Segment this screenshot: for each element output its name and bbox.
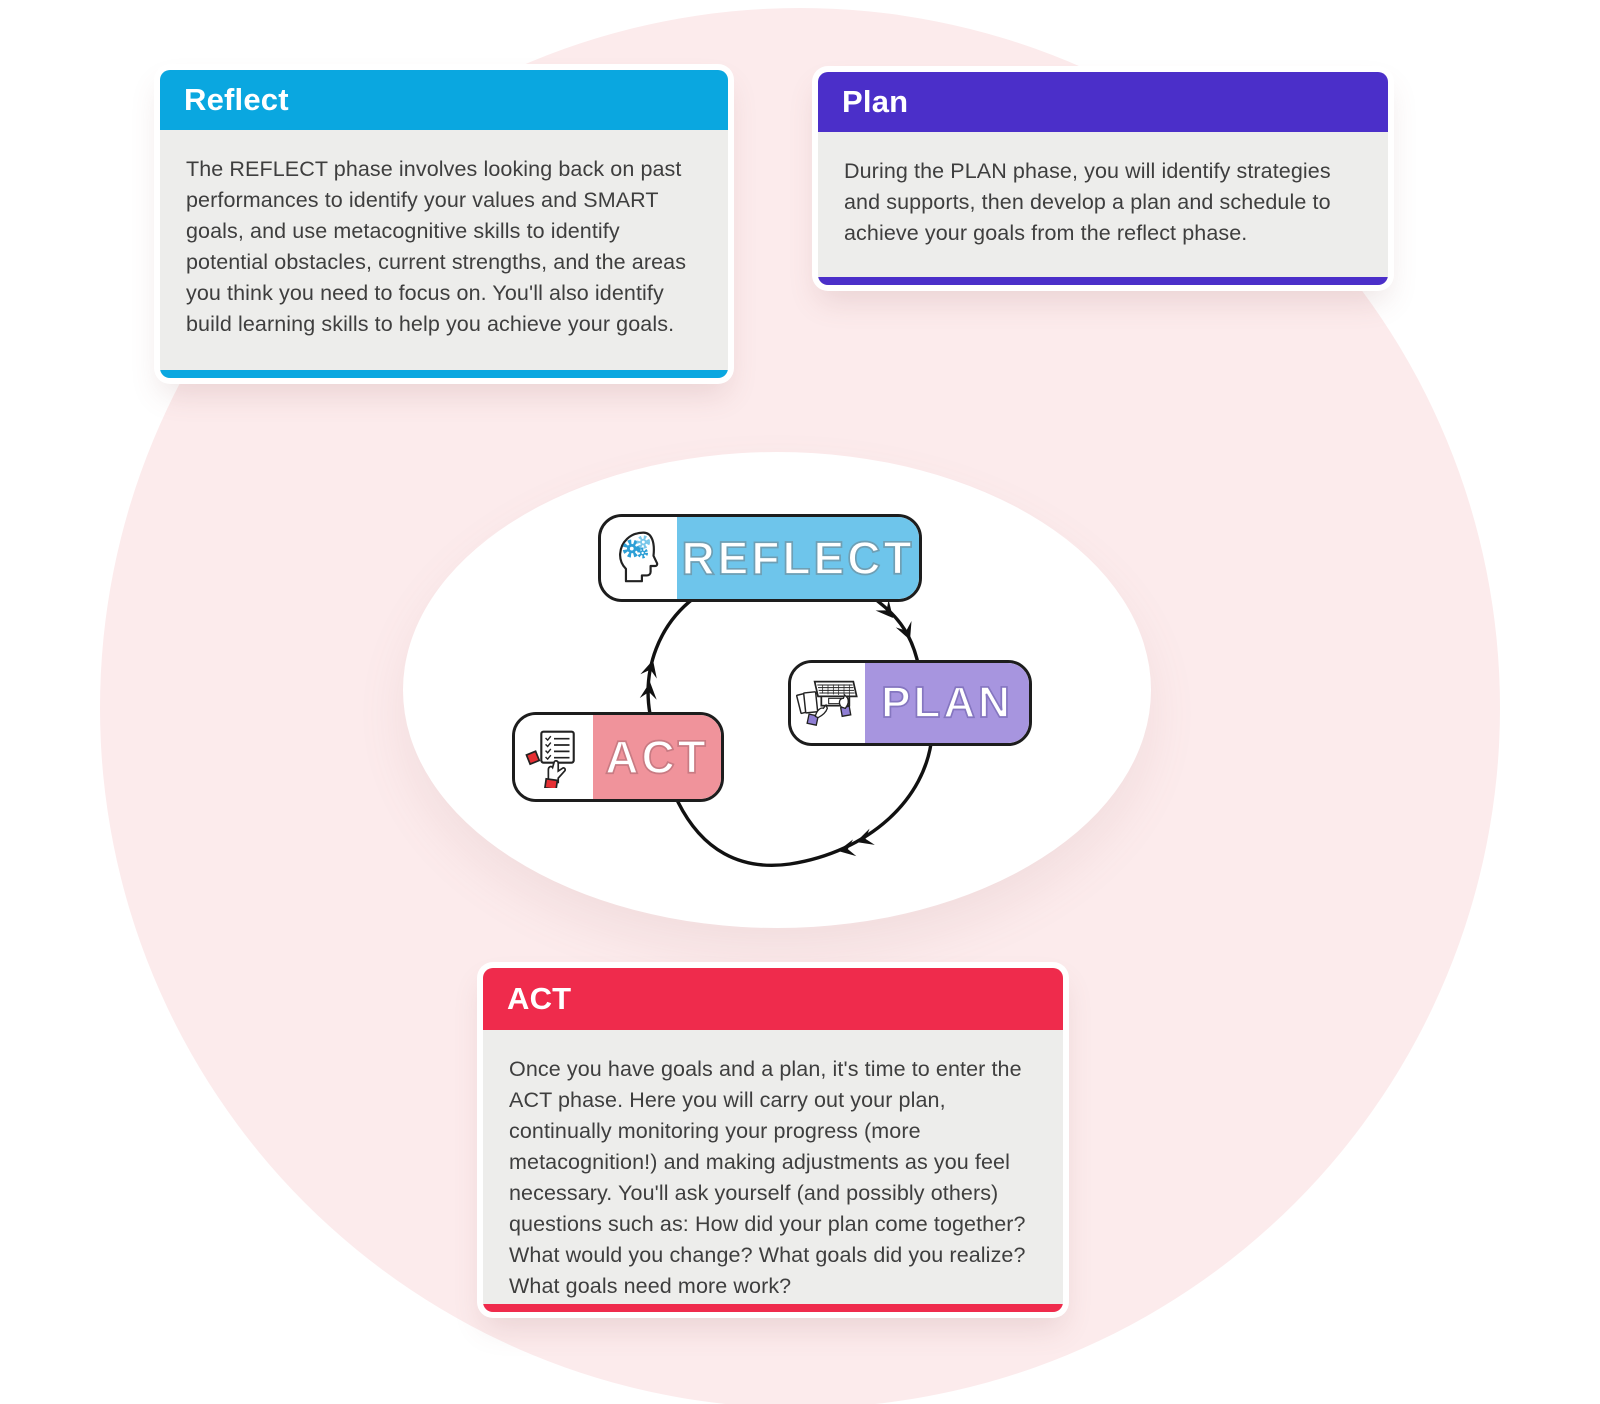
plan-card-accent-bar xyxy=(818,277,1388,285)
act-card-body: Once you have goals and a plan, it's tim… xyxy=(483,1030,1063,1302)
plan-badge: PLAN xyxy=(788,660,1032,746)
reflect-card-accent-bar xyxy=(160,370,728,378)
reflect-card: Reflect The REFLECT phase involves looki… xyxy=(160,70,728,378)
act-card-text: Once you have goals and a plan, it's tim… xyxy=(509,1057,1026,1298)
reflect-badge: REFLECT xyxy=(598,514,922,602)
act-card-header: ACT xyxy=(483,968,1063,1030)
plan-card-body: During the PLAN phase, you will identify… xyxy=(818,132,1388,249)
laptop-hands-icon xyxy=(791,663,865,743)
reflect-card-text: The REFLECT phase involves looking back … xyxy=(186,157,687,336)
act-badge: ACT xyxy=(512,712,724,802)
plan-card-title: Plan xyxy=(842,84,909,119)
plan-card-text: During the PLAN phase, you will identify… xyxy=(844,159,1331,245)
reflect-badge-label: REFLECT xyxy=(677,517,919,599)
arrow-act-to-reflect xyxy=(646,596,696,716)
reflect-card-header: Reflect xyxy=(160,70,728,130)
reflect-card-body: The REFLECT phase involves looking back … xyxy=(160,130,728,340)
arrow-plan-to-act xyxy=(676,734,934,867)
reflect-card-title: Reflect xyxy=(184,82,289,117)
head-gears-icon xyxy=(601,517,677,599)
plan-card-header: Plan xyxy=(818,72,1388,132)
plan-badge-label: PLAN xyxy=(865,663,1029,743)
act-card-accent-bar xyxy=(483,1304,1063,1312)
checklist-hand-icon xyxy=(515,715,593,799)
act-card-title: ACT xyxy=(507,981,572,1016)
plan-card: Plan During the PLAN phase, you will ide… xyxy=(818,72,1388,285)
act-card: ACT Once you have goals and a plan, it's… xyxy=(483,968,1063,1312)
act-badge-label: ACT xyxy=(593,715,721,799)
